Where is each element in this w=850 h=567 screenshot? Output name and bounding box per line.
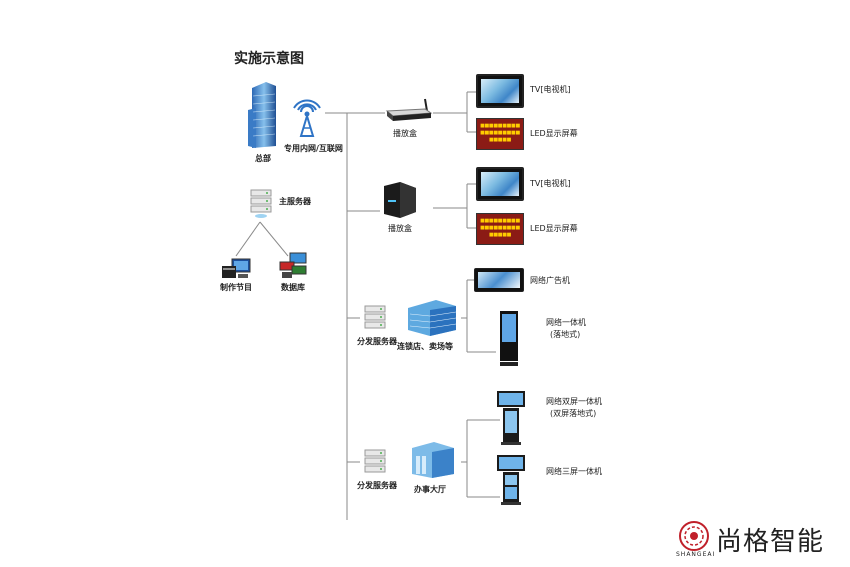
store-label: 连锁店、卖场等 <box>397 342 453 351</box>
ad-label: 网络广告机 <box>530 276 570 285</box>
box1-label: 播放盒 <box>393 129 417 138</box>
box2-label: 播放盒 <box>388 224 412 233</box>
led-screen-2: ■■■■■■■■■■■■■■■■■■■■■■■ <box>476 213 524 245</box>
network-label: 专用内网/互联网 <box>284 144 343 153</box>
player-box-icon <box>385 97 433 123</box>
brand-seal-icon <box>678 520 710 552</box>
triple-label: 网络三屏一体机 <box>546 467 602 476</box>
tower-box-icon <box>380 180 420 220</box>
main-server-label: 主服务器 <box>279 197 311 206</box>
dist-server-label-4: 分发服务器 <box>357 481 397 490</box>
brand-sub: SHANGEAI <box>676 551 716 558</box>
distribution-server-icon <box>364 305 386 335</box>
brand-name: 尚格智能 <box>716 527 825 557</box>
dual-screen-kiosk-icon <box>496 390 526 446</box>
ad-screen <box>474 268 524 292</box>
hq-label: 总部 <box>255 154 271 163</box>
triple-screen-kiosk-icon <box>496 454 526 506</box>
led-screen-1: ■■■■■■■■■■■■■■■■■■■■■■■ <box>476 118 524 150</box>
wireless-tower-icon <box>292 96 322 138</box>
dual-label-1: 网络双屏一体机 <box>546 397 602 406</box>
tv2-label: TV[电视机] <box>530 179 571 188</box>
tv-screen-2 <box>476 167 524 201</box>
hall-label: 办事大厅 <box>414 485 446 494</box>
dist-server-label-3: 分发服务器 <box>357 337 397 346</box>
database-icon <box>278 252 308 280</box>
hall-building-icon <box>410 440 456 480</box>
tv-screen-1 <box>476 74 524 108</box>
kiosk-label-2: (落地式) <box>550 330 581 339</box>
production-icon <box>220 258 252 280</box>
hq-building-icon <box>246 80 280 150</box>
main-server-icon <box>250 189 272 219</box>
distribution-server-icon-2 <box>364 449 386 479</box>
kiosk-label-1: 网络一体机 <box>546 318 586 327</box>
database-label: 数据库 <box>281 283 305 292</box>
led2-label: LED显示屏幕 <box>530 224 578 233</box>
store-building-icon <box>406 298 458 338</box>
kiosk-icon <box>496 310 522 368</box>
tv1-label: TV[电视机] <box>530 85 571 94</box>
page-title: 实施示意图 <box>234 51 304 67</box>
production-label: 制作节目 <box>220 283 252 292</box>
led1-label: LED显示屏幕 <box>530 129 578 138</box>
dual-label-2: (双屏落地式) <box>550 409 597 418</box>
